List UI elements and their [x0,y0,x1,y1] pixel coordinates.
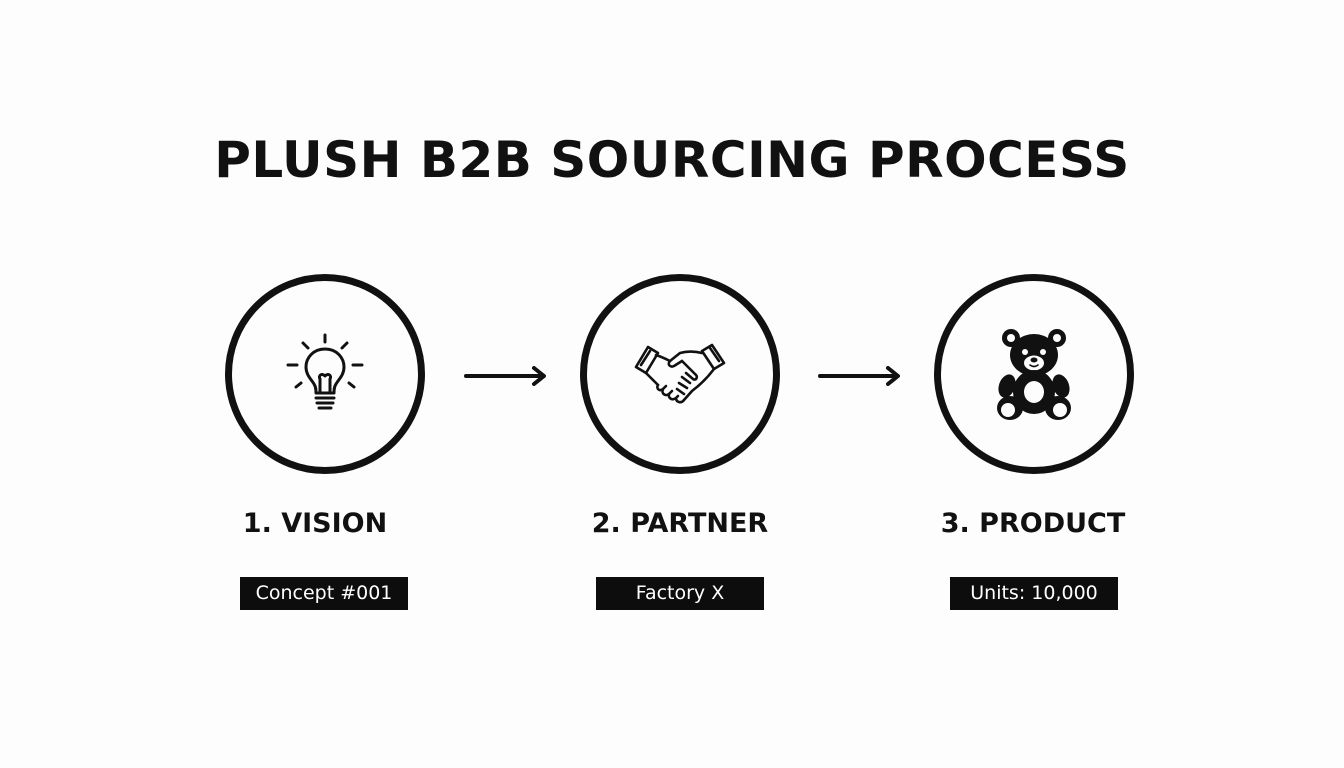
diagram-title: PLUSH B2B SOURCING PROCESS [214,131,1130,189]
handshake-icon [634,343,726,404]
arrow-right-icon [464,366,546,386]
step-label-product: 3. PRODUCT [940,508,1126,539]
step-label-vision: 1. VISION [242,508,388,539]
step-partner [580,274,780,474]
teddy-bear-icon [997,329,1071,420]
step-tag-partner: Factory X [596,577,764,610]
step-tag-vision: Concept #001 [240,577,408,610]
step-circle [934,274,1134,474]
arrow-right-icon [818,366,900,386]
step-tag-product: Units: 10,000 [950,577,1118,610]
step-label-partner: 2. PARTNER [591,508,769,539]
step-product [934,274,1134,474]
step-vision [225,274,425,474]
step-circle [225,274,425,474]
lightbulb-icon [286,333,364,410]
step-circle [580,274,780,474]
